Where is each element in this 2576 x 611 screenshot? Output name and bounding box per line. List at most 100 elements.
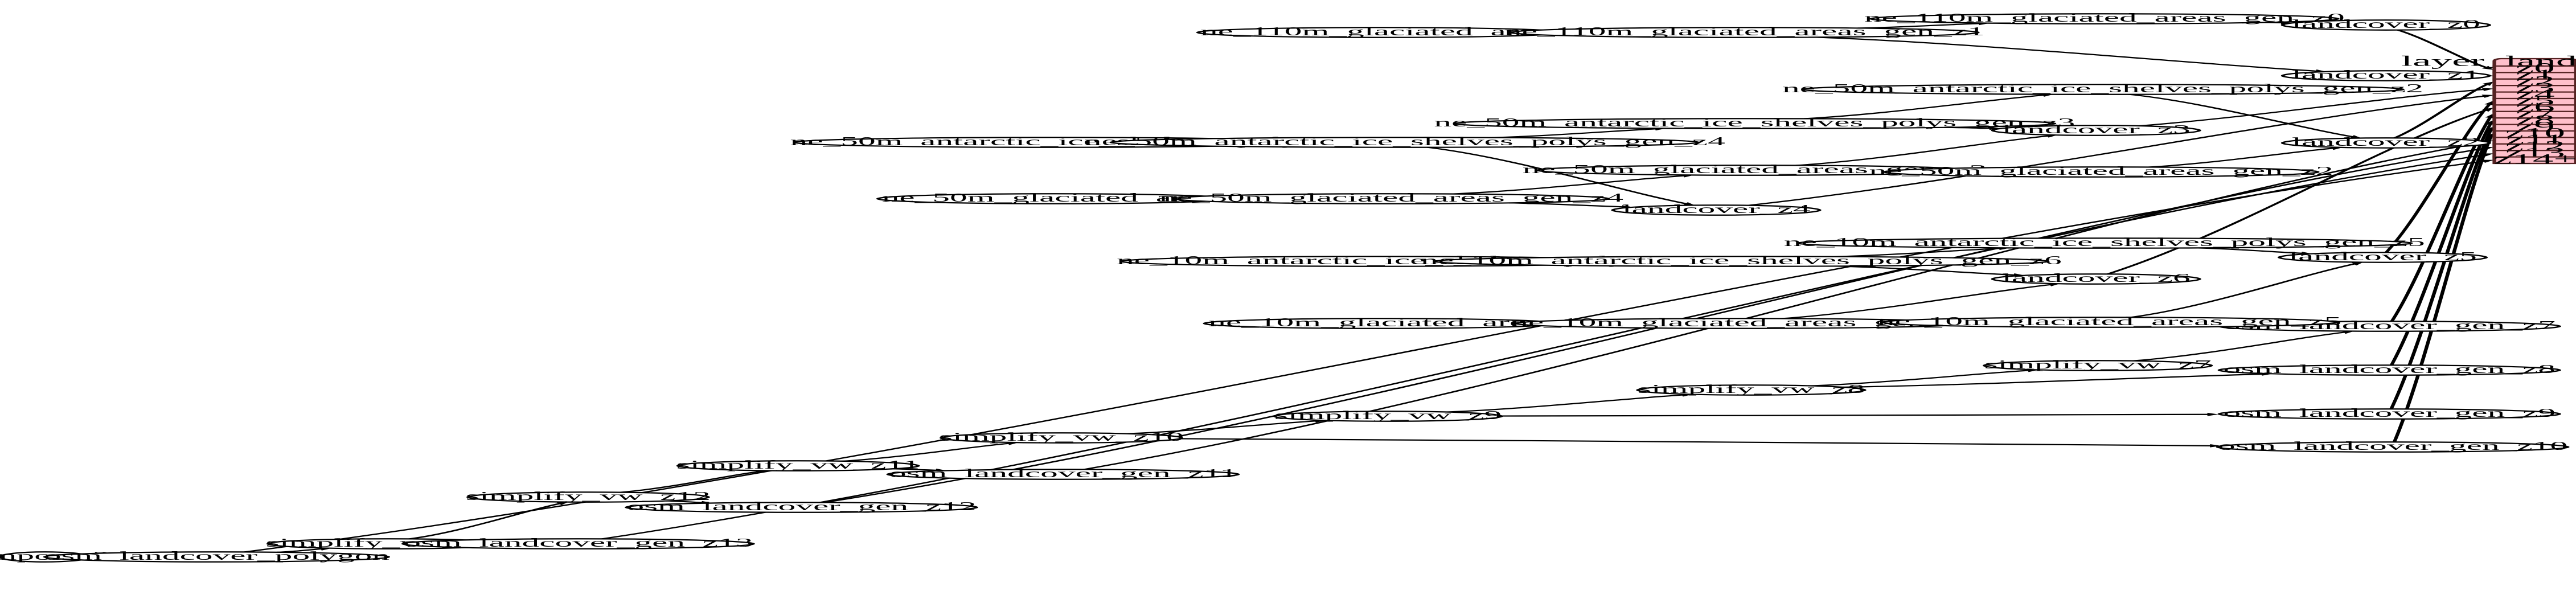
graph-node-osm_landcover_gen_z10[interactable]: osm_landcover_gen_z10 bbox=[2216, 439, 2570, 453]
graph-edge-simplify_vw_z10--to--osm_landcover_gen_z10 bbox=[1178, 438, 2213, 446]
node-label: landcover_z1 bbox=[2292, 68, 2480, 81]
node-label: simplify_vw_z11 bbox=[676, 458, 920, 471]
graph-node-landcover_z6[interactable]: landcover_z6 bbox=[1991, 271, 2201, 285]
graph-node-ne_10m_glaciated_areas_gen_z6[interactable]: ne_10m_glaciated_areas_gen_z6 bbox=[1511, 315, 1975, 329]
graph-edge-simplify_vw_z12--to--simplify_vw_z11 bbox=[620, 471, 760, 493]
node-shape bbox=[43, 551, 391, 563]
graph-node-ne_110m_glaciated_areas_gen_z0[interactable]: ne_110m_glaciated_areas_gen_z0 bbox=[1864, 11, 2345, 24]
graph-node-landcover_z3[interactable]: landcover_z3 bbox=[1991, 122, 2201, 136]
node-label: simplify_vw_z7 bbox=[1984, 358, 2212, 371]
edge-arrowhead bbox=[2210, 444, 2222, 448]
node-shape bbox=[1869, 13, 2340, 24]
graph-node-osm_landcover_polygon[interactable]: osm_landcover_polygon bbox=[43, 549, 391, 563]
graph-node-simplify_vw_z9[interactable]: simplify_vw_z9 bbox=[1273, 408, 1503, 422]
graph-edge-osm_landcover_gen_z10--to--layer_landcover:z10 bbox=[2392, 136, 2493, 442]
node-label: ne_110m_glaciated_areas_gen_z1 bbox=[1504, 24, 1985, 38]
node-label: osm_landcover_gen_z9 bbox=[2224, 406, 2556, 419]
node-shape bbox=[2280, 137, 2492, 149]
graph-node-ne_50m_antarctic_ice_shelves_polys_gen_z3[interactable]: ne_50m_antarctic_ice_shelves_polys_gen_z… bbox=[1434, 116, 2075, 129]
node-shape bbox=[940, 432, 1183, 444]
graph-edge-landcover_z3--to--layer_landcover:z3 bbox=[2138, 88, 2485, 127]
graph-node-simplify_vw_z8[interactable]: simplify_vw_z8 bbox=[1636, 382, 1867, 396]
graph-node-ne_110m_glaciated_areas_gen_z1[interactable]: ne_110m_glaciated_areas_gen_z1 bbox=[1504, 24, 1985, 38]
graph-edge-landcover_z4--to--layer_landcover:z4 bbox=[1747, 95, 2486, 206]
graph-node-ne_50m_glaciated_areas[interactable]: ne_50m_glaciated_areas bbox=[876, 191, 1233, 204]
graph-edge-osm_landcover_gen_z7--to--layer_landcover:z7 bbox=[2390, 117, 2492, 322]
node-label: landcover_z5 bbox=[2288, 249, 2477, 263]
edge-arrowhead bbox=[2485, 114, 2495, 118]
node-label: osm_landcover_gen_z10 bbox=[2218, 439, 2567, 452]
graph-edge-ne_50m_antarctic_ice_shelves_polys_gen_z4--to--ne_50m_antarctic_ice_shelves_polys_gen_z3 bbox=[1492, 128, 1658, 138]
graph-edge-landcover_z5--to--layer_landcover:z5 bbox=[2384, 104, 2492, 253]
node-shape bbox=[1509, 27, 1980, 38]
node-label: ne_110m_glaciated_areas_gen_z0 bbox=[1864, 11, 2345, 24]
graph-node-ne_10m_glaciated_areas_gen_z5[interactable]: ne_10m_glaciated_areas_gen_z5 bbox=[1877, 314, 2341, 328]
node-shape bbox=[625, 502, 979, 513]
node-label: ne_50m_antarctic_ice_shelves_polys_gen_z… bbox=[1434, 116, 2075, 129]
layer-landcover-table: layer_landcoverz0z1z2z3z4z5z6z7z8z9z10z1… bbox=[2401, 53, 2576, 167]
graph-node-landcover_z0[interactable]: landcover_z0 bbox=[2280, 17, 2492, 31]
graph-edge-simplify_vw_z11--to--simplify_vw_z10 bbox=[841, 442, 1011, 462]
graph-edge-ne_10m_glaciated_areas_gen_z5--to--landcover_z5 bbox=[2129, 263, 2357, 318]
graph-edge-ne_50m_glaciated_areas_gen_z4--to--ne_50m_glaciated_areas_gen_z3 bbox=[1451, 175, 1686, 195]
graph-node-ne_50m_antarctic_ice_shelves_polys_gen_z4[interactable]: ne_50m_antarctic_ice_shelves_polys_gen_z… bbox=[1084, 134, 1725, 148]
node-shape bbox=[1991, 273, 2201, 285]
node-label: osm_landcover_gen_z12 bbox=[626, 499, 976, 512]
node-shape bbox=[2277, 252, 2488, 263]
node-label: landcover_z4 bbox=[1622, 202, 1811, 215]
node-label: osm_landcover_gen_z8 bbox=[2224, 362, 2556, 375]
edge-arrowhead bbox=[2481, 95, 2494, 98]
node-label: landcover_z3 bbox=[2002, 122, 2191, 136]
table-row-z14+[interactable] bbox=[2492, 156, 2576, 165]
graph-node-ne_50m_glaciated_areas_gen_z2[interactable]: ne_50m_glaciated_areas_gen_z2 bbox=[1869, 164, 2333, 178]
node-label: osm_landcover_gen_z11 bbox=[889, 466, 1237, 479]
graph-edge-landcover_z6--to--layer_landcover:z6 bbox=[2106, 109, 2488, 275]
node-label: ne_10m_antarctic_ice_shelves_polys_gen_z… bbox=[1421, 253, 2062, 266]
graph-node-simplify_vw_z10[interactable]: simplify_vw_z10 bbox=[939, 430, 1184, 444]
graph-node-landcover_z2[interactable]: landcover_z2 bbox=[2280, 135, 2492, 149]
node-shape bbox=[2280, 19, 2492, 31]
node-shape bbox=[2280, 70, 2492, 81]
node-label: ne_10m_antarctic_ice_shelves_polys_gen_z… bbox=[1784, 235, 2425, 248]
node-label: ne_10m_glaciated_areas_gen_z5 bbox=[1877, 314, 2341, 327]
graph-node-osm_landcover_gen_z9[interactable]: osm_landcover_gen_z9 bbox=[2217, 406, 2561, 420]
node-label: landcover_z6 bbox=[2002, 271, 2191, 284]
graph-edge-osm_landcover_gen_z13--to--layer_landcover:z13 bbox=[601, 154, 2487, 540]
graph-node-simplify_vw_z12[interactable]: simplify_vw_z12 bbox=[466, 489, 711, 503]
graph-edge-ne_50m_glaciated_areas_gen_z3--to--landcover_z3 bbox=[1795, 135, 2050, 166]
graph-node-osm_landcover_gen_z8[interactable]: osm_landcover_gen_z8 bbox=[2217, 362, 2561, 376]
node-label: ne_50m_glaciated_areas_gen_z4 bbox=[1159, 191, 1623, 204]
graph-node-landcover_z4[interactable]: landcover_z4 bbox=[1611, 202, 1822, 216]
graph-node-simplify_vw_z7[interactable]: simplify_vw_z7 bbox=[1982, 358, 2213, 371]
node-shape bbox=[1611, 204, 1822, 216]
graph-edge-simplify_vw_z8--to--osm_landcover_gen_z8 bbox=[1842, 373, 2264, 388]
graph-node-ne_50m_antarctic_ice_shelves_polys_gen_z2[interactable]: ne_50m_antarctic_ice_shelves_polys_gen_z… bbox=[1782, 81, 2423, 95]
graph-node-ne_10m_antarctic_ice_shelves_polys_gen_z6[interactable]: ne_10m_antarctic_ice_shelves_polys_gen_z… bbox=[1421, 253, 2062, 267]
edge-arrowhead bbox=[2482, 81, 2493, 86]
graph-node-osm_landcover_gen_z11[interactable]: osm_landcover_gen_z11 bbox=[886, 466, 1240, 480]
table-cell-label-z14+: z14+ bbox=[2493, 151, 2576, 167]
graph-node-ne_50m_glaciated_areas_gen_z4[interactable]: ne_50m_glaciated_areas_gen_z4 bbox=[1159, 191, 1623, 204]
graph-edge-simplify_vw_z9--to--simplify_vw_z8 bbox=[1446, 394, 1685, 413]
node-shape bbox=[1109, 137, 1700, 148]
graph-node-osm_landcover_gen_z12[interactable]: osm_landcover_gen_z12 bbox=[625, 499, 979, 513]
node-shape bbox=[1991, 125, 2201, 136]
graph-edge-ne_50m_antarctic_ice_shelves_polys_gen_z3--to--ne_50m_antarctic_ice_shelves_polys_gen_z2 bbox=[1803, 94, 2046, 120]
graph-edge-landcover_z2--to--layer_landcover:z2 bbox=[2393, 84, 2489, 139]
node-label: simplify_vw_z8 bbox=[1638, 382, 1865, 395]
graph-node-landcover_z1[interactable]: landcover_z1 bbox=[2280, 68, 2492, 81]
node-shape bbox=[2217, 408, 2561, 420]
graph-node-ne_50m_glaciated_areas_gen_z3[interactable]: ne_50m_glaciated_areas_gen_z3 bbox=[1523, 162, 1987, 176]
graph-node-ne_10m_antarctic_ice_shelves_polys_gen_z5[interactable]: ne_10m_antarctic_ice_shelves_polys_gen_z… bbox=[1784, 235, 2425, 249]
graph-node-ne_110m_glaciated_areas[interactable]: ne_110m_glaciated_areas bbox=[1196, 24, 1566, 38]
node-shape bbox=[1273, 411, 1503, 422]
graph-edge-ne_50m_antarctic_ice_shelves_polys_gen_z4--to--landcover_z4 bbox=[1426, 146, 1688, 205]
graph-node-osm_landcover_gen_z13[interactable]: osm_landcover_gen_z13 bbox=[401, 536, 755, 550]
graph-node-landcover_z5[interactable]: landcover_z5 bbox=[2277, 249, 2488, 263]
edge-arrowhead bbox=[2481, 153, 2494, 157]
graph-node-ne_10m_glaciated_areas[interactable]: ne_10m_glaciated_areas bbox=[1203, 315, 1560, 329]
node-label: simplify_vw_z9 bbox=[1274, 408, 1502, 421]
graph-node-simplify_vw_z11[interactable]: simplify_vw_z11 bbox=[676, 458, 920, 471]
node-label: ne_50m_antarctic_ice_shelves_polys_gen_z… bbox=[1084, 134, 1725, 147]
